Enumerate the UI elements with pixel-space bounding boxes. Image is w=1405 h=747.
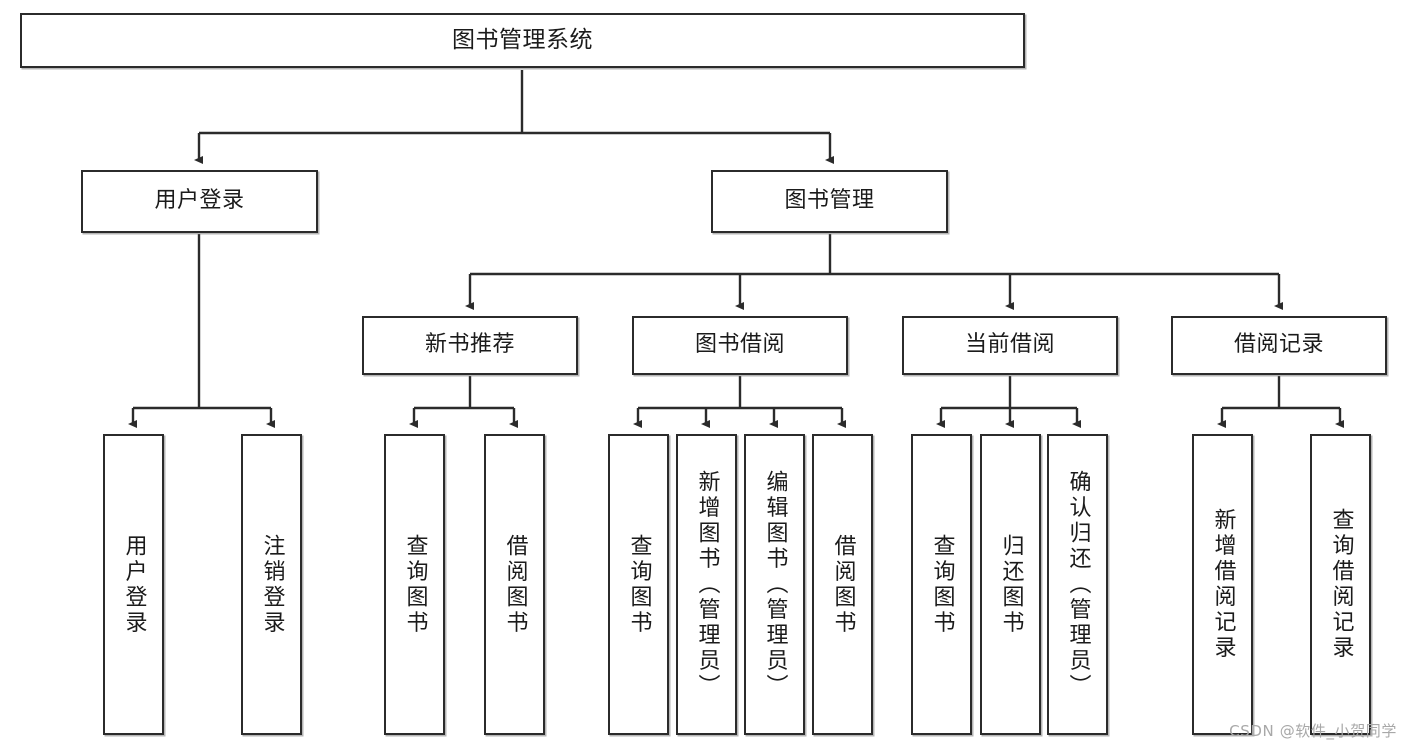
node-label: 编辑图书（管理员） — [762, 469, 788, 700]
node-book-management-system[interactable]: 图书管理系统 — [20, 13, 1025, 68]
node-label: 确认归还（管理员） — [1065, 469, 1091, 700]
node-label: 当前借阅 — [964, 332, 1055, 358]
node-label: 注销登录 — [259, 533, 285, 636]
node-label: 新增借阅记录 — [1210, 508, 1236, 661]
node-label: 用户登录 — [121, 533, 147, 636]
node-leaf-confirm-return[interactable]: 确认归还（管理员） — [1047, 434, 1108, 735]
node-leaf-query-book-1[interactable]: 查询图书 — [384, 434, 445, 735]
node-label: 图书借阅 — [694, 332, 785, 358]
node-label: 借阅图书 — [502, 533, 528, 636]
node-label: 查询图书 — [626, 533, 652, 636]
node-label: 新增图书（管理员） — [694, 469, 720, 700]
node-label: 查询借阅记录 — [1328, 508, 1354, 661]
node-leaf-edit-book[interactable]: 编辑图书（管理员） — [744, 434, 805, 735]
node-book-management[interactable]: 图书管理 — [711, 170, 948, 233]
node-label: 借阅图书 — [830, 533, 856, 636]
csdn-watermark: CSDN @软件_小贺同学 — [1229, 722, 1397, 740]
node-leaf-user-login[interactable]: 用户登录 — [103, 434, 164, 735]
node-borrow-record[interactable]: 借阅记录 — [1171, 316, 1387, 375]
node-leaf-logout-login[interactable]: 注销登录 — [241, 434, 302, 735]
node-leaf-add-record[interactable]: 新增借阅记录 — [1192, 434, 1253, 735]
node-book-borrow[interactable]: 图书借阅 — [632, 316, 848, 375]
node-label: 查询图书 — [929, 533, 955, 636]
node-label: 用户登录 — [154, 188, 245, 214]
node-user-login[interactable]: 用户登录 — [81, 170, 318, 233]
node-label: 归还图书 — [998, 533, 1024, 636]
node-leaf-query-book-2[interactable]: 查询图书 — [608, 434, 669, 735]
node-leaf-query-record[interactable]: 查询借阅记录 — [1310, 434, 1371, 735]
node-label: 借阅记录 — [1233, 332, 1324, 358]
node-label: 图书管理 — [784, 188, 875, 214]
node-leaf-borrow-book-2[interactable]: 借阅图书 — [812, 434, 873, 735]
node-leaf-borrow-book-1[interactable]: 借阅图书 — [484, 434, 545, 735]
node-label: 新书推荐 — [424, 332, 515, 358]
node-label: 图书管理系统 — [452, 26, 593, 53]
node-leaf-add-book[interactable]: 新增图书（管理员） — [676, 434, 737, 735]
node-leaf-query-book-3[interactable]: 查询图书 — [911, 434, 972, 735]
node-new-book-recommend[interactable]: 新书推荐 — [362, 316, 578, 375]
node-leaf-return-book[interactable]: 归还图书 — [980, 434, 1041, 735]
node-current-borrow[interactable]: 当前借阅 — [902, 316, 1118, 375]
node-label: 查询图书 — [402, 533, 428, 636]
